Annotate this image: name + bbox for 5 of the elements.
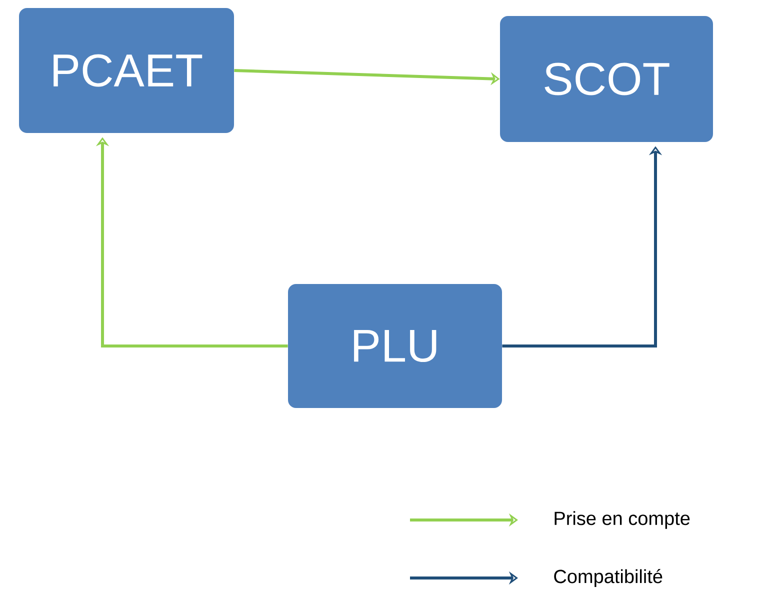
process-box: SCOT: [500, 16, 713, 142]
process-box: PLU: [288, 284, 502, 408]
process-box: PCAET: [19, 8, 234, 133]
legend-label: Compatibilité: [554, 569, 662, 587]
legend-label: Prise en compte: [554, 511, 690, 529]
